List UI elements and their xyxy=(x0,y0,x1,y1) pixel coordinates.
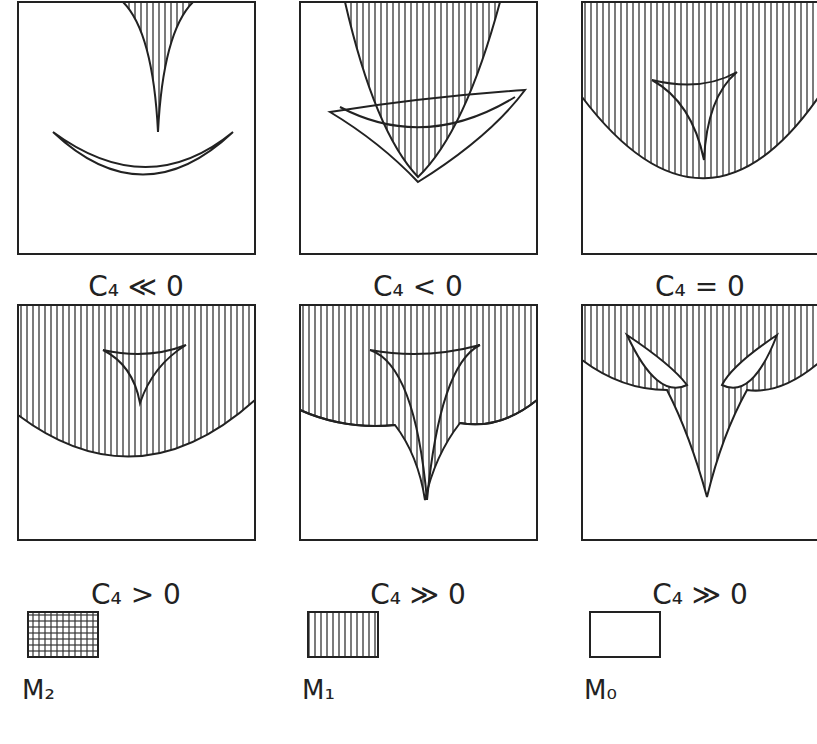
legend-sample xyxy=(28,612,98,657)
panel xyxy=(18,2,255,254)
panel xyxy=(18,305,255,540)
legend-text: M₂ xyxy=(22,675,55,705)
parameter-label: C₄ ≪ 0 xyxy=(85,270,187,303)
legend-sample xyxy=(308,612,378,657)
parameter-label: C₄ < 0 xyxy=(370,270,466,303)
legend-sample xyxy=(590,612,660,657)
panel xyxy=(582,305,817,540)
panel xyxy=(300,2,537,254)
panel xyxy=(582,2,817,254)
parameter-label: C₄ ≫ 0 xyxy=(649,578,751,611)
parameter-label: C₄ = 0 xyxy=(652,270,748,303)
parameter-label: C₄ ≫ 0 xyxy=(367,578,469,611)
panel xyxy=(300,305,537,540)
legend-text: M₀ xyxy=(584,675,617,705)
legend-text: M₁ xyxy=(302,675,335,705)
parameter-label: C₄ > 0 xyxy=(88,578,184,611)
